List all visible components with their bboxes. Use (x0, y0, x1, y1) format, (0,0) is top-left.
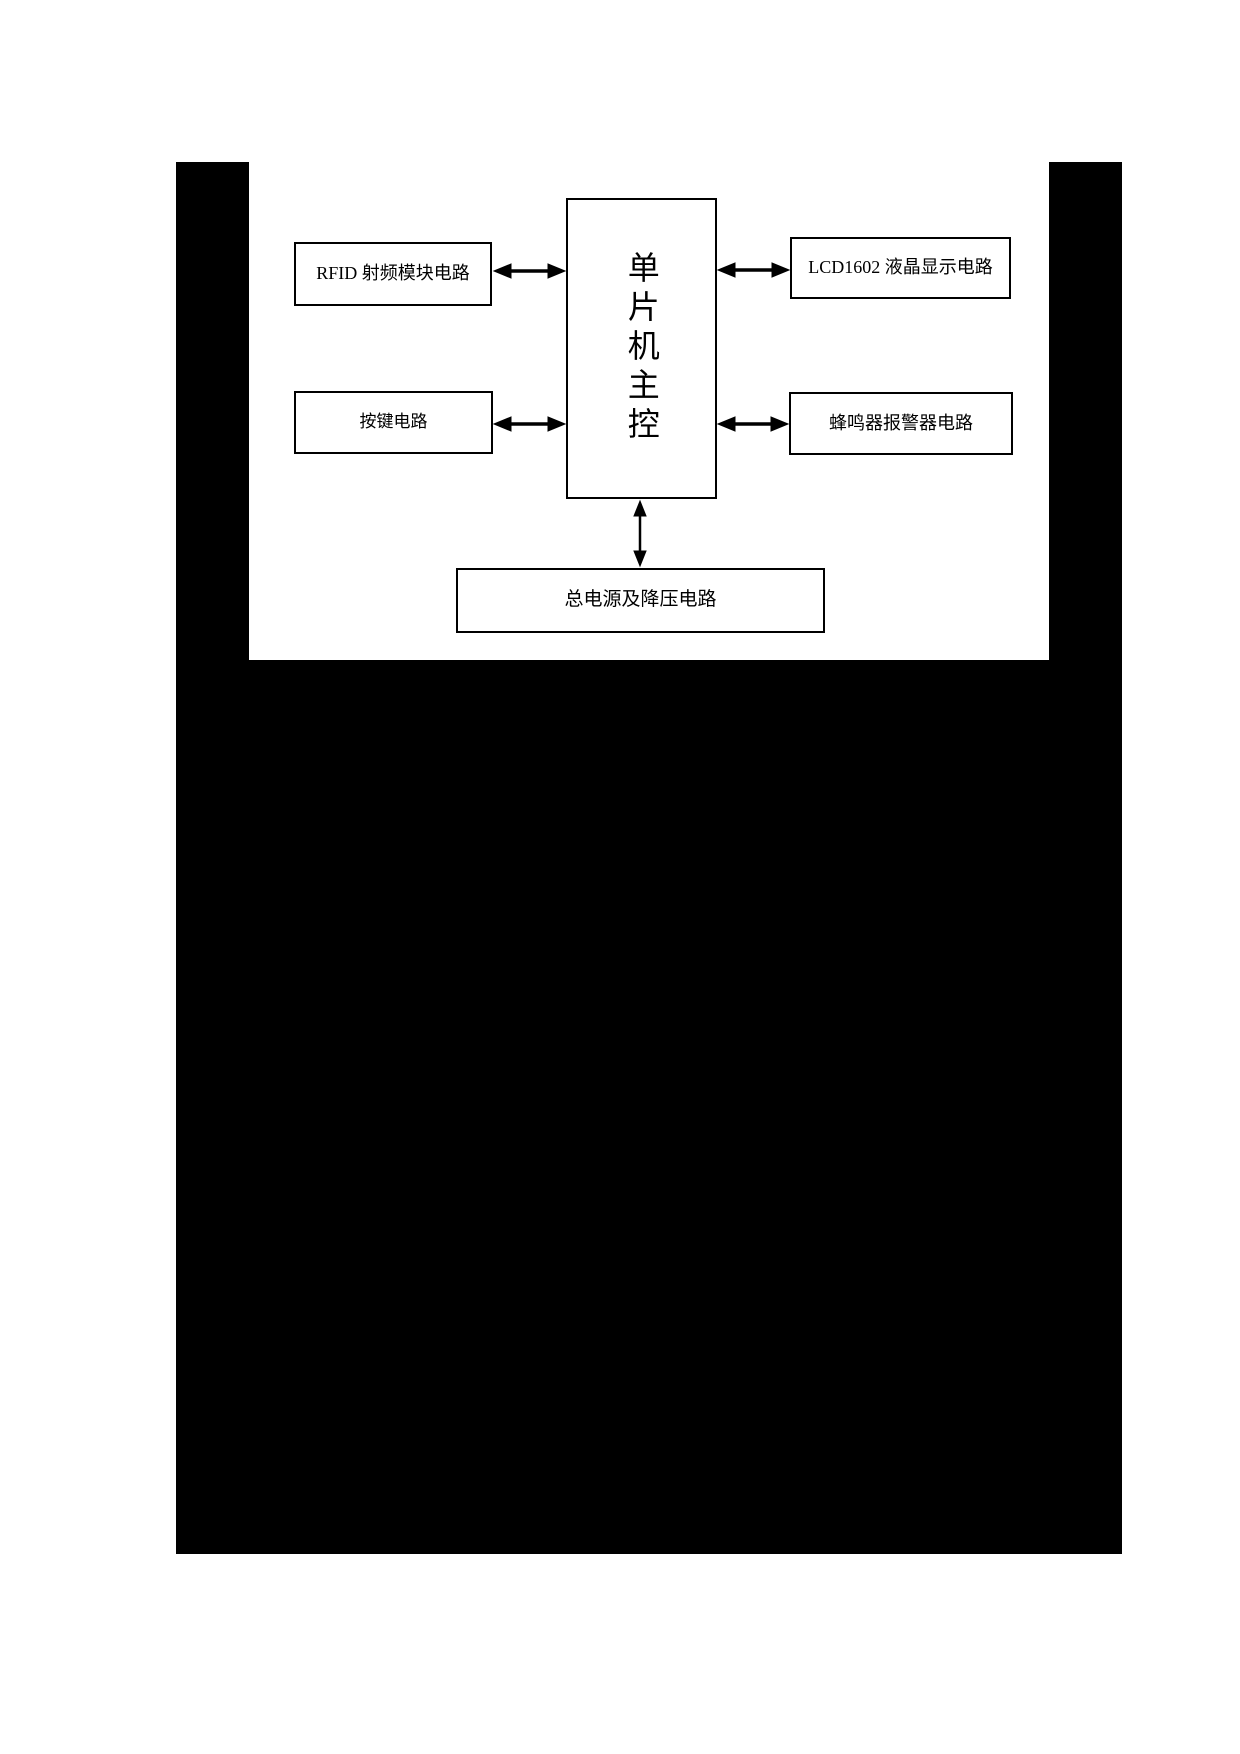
arrow-mcu-lcd (716, 262, 791, 278)
key-circuit-box: 按键电路 (294, 391, 493, 454)
lcd1602-display-label: LCD1602 液晶显示电路 (808, 257, 993, 278)
left-black-bar (176, 162, 249, 660)
arrow-mcu-buzzer (716, 416, 790, 432)
arrow-key-mcu (492, 416, 567, 432)
mcu-main-control-label: 单片机主控 (623, 251, 660, 446)
rfid-module-box: RFID 射频模块电路 (294, 242, 492, 306)
bottom-black-block (176, 660, 1122, 1554)
power-supply-label: 总电源及降压电路 (564, 589, 717, 611)
lcd1602-display-box: LCD1602 液晶显示电路 (790, 237, 1011, 299)
right-black-bar (1049, 162, 1122, 660)
buzzer-alarm-box: 蜂鸣器报警器电路 (789, 392, 1013, 455)
mcu-main-control-box: 单片机主控 (566, 198, 717, 499)
arrow-mcu-power (633, 499, 647, 568)
buzzer-alarm-label: 蜂鸣器报警器电路 (829, 412, 973, 433)
rfid-module-label: RFID 射频模块电路 (316, 263, 470, 284)
power-supply-box: 总电源及降压电路 (456, 568, 825, 633)
arrow-rfid-mcu (492, 263, 567, 279)
key-circuit-label: 按键电路 (359, 412, 428, 432)
